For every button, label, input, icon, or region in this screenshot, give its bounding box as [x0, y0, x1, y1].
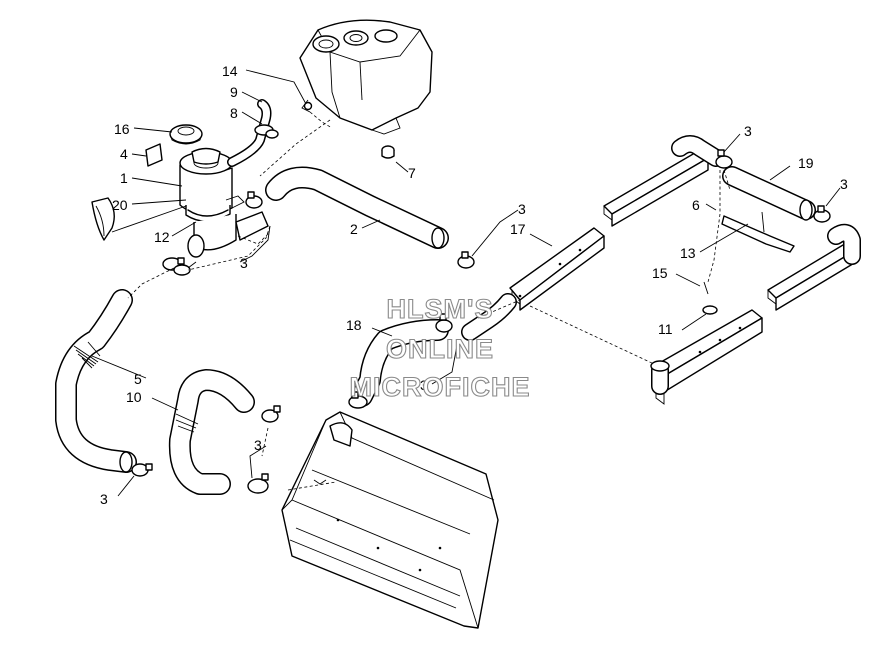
callout-11: 11 [658, 321, 673, 337]
hose-lower-middle [168, 369, 255, 495]
callout-20: 20 [112, 197, 128, 213]
hose-clamp [348, 391, 368, 409]
hose-clamp [162, 257, 191, 276]
hose-clamp [715, 149, 733, 169]
callout-10: 10 [126, 389, 142, 405]
watermark-line-3: MICROFICHE [350, 372, 531, 402]
callout-19: 19 [798, 155, 814, 171]
hose-clamp [131, 463, 153, 477]
hose-clamp [435, 313, 453, 333]
vent-hose [227, 99, 279, 167]
heat-shield [91, 197, 115, 241]
callout-3: 3 [518, 201, 526, 217]
watermark-line-2: ONLINE [386, 334, 494, 364]
coolant-tank [179, 147, 269, 258]
callout-3: 3 [420, 377, 428, 393]
callout-5: 5 [134, 371, 142, 387]
callout-7: 7 [408, 165, 416, 181]
hose-clamp [457, 251, 475, 269]
callout-14: 14 [222, 63, 238, 79]
watermark-line-1: HLSM'S [387, 294, 494, 324]
bracket [721, 211, 795, 253]
callout-3: 3 [254, 437, 262, 453]
hose-lower-left [55, 289, 137, 473]
assembly-centerlines [127, 111, 731, 491]
callout-8: 8 [230, 105, 238, 121]
callout-3: 3 [744, 123, 752, 139]
fitting [303, 101, 313, 111]
callout-3: 3 [240, 255, 248, 271]
hose-rear [722, 166, 816, 221]
radiator-cap [169, 124, 203, 145]
watermark: HLSM'S ONLINE MICROFICHE [349, 293, 531, 402]
engine-block [299, 19, 433, 135]
callout-2: 2 [350, 221, 358, 237]
heat-exchanger [461, 227, 605, 341]
callout-3: 3 [100, 491, 108, 507]
callout-9: 9 [230, 84, 238, 100]
screw [702, 281, 718, 315]
heat-exchanger [767, 223, 861, 311]
callout-17: 17 [510, 221, 526, 237]
hose-clamp [245, 191, 263, 209]
front-heat-exchanger [281, 411, 499, 629]
callout-16: 16 [114, 121, 130, 137]
callout-1: 1 [120, 170, 128, 186]
hose-clamp [247, 473, 269, 494]
leader-lines [91, 69, 841, 497]
decal [145, 143, 163, 167]
heat-exchanger [603, 135, 725, 227]
plug [381, 145, 395, 159]
heat-exchanger [650, 309, 763, 405]
callout-15: 15 [652, 265, 668, 281]
callout-12: 12 [154, 229, 170, 245]
callout-6: 6 [692, 197, 700, 213]
hose-upper [265, 166, 449, 249]
callout-3: 3 [840, 176, 848, 192]
callout-13: 13 [680, 245, 696, 261]
hose-clamp [261, 405, 281, 423]
callout-4: 4 [120, 146, 128, 162]
hose-middle [351, 319, 449, 407]
callout-18: 18 [346, 317, 362, 333]
callout-labels: 14 9 8 16 4 1 20 12 7 2 3 3 17 3 19 3 6 … [100, 63, 848, 507]
hose-clamp [813, 205, 831, 223]
